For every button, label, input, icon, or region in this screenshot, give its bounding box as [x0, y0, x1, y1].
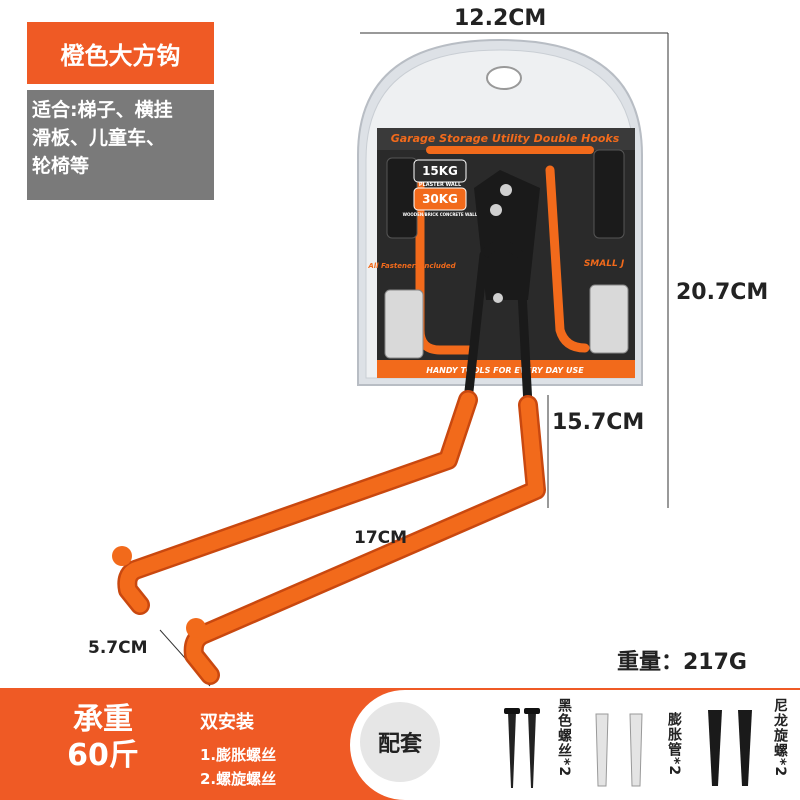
product-illustration: Garage Storage Utility Double Hooks 15KG…	[112, 32, 669, 687]
install-title: 双安装	[200, 712, 254, 733]
accessories-illustration	[504, 708, 752, 788]
size-label: SMALL J	[584, 259, 625, 269]
usage-line-2: 滑板、儿童车、	[32, 127, 166, 149]
kit-item-black-screw: 黑色螺丝*2	[556, 698, 572, 778]
kit-item-nylon-anchor: 尼龙旋螺*2	[772, 698, 788, 778]
usage-line-3: 轮椅等	[32, 155, 90, 177]
usage-line-1: 适合:梯子、横挂	[32, 99, 173, 121]
dimension-arm-length: 17CM	[354, 528, 408, 548]
plaster-load-label: PLASTER WALL	[419, 182, 462, 188]
kit-badge: 配套	[360, 702, 440, 782]
dimension-width: 12.2CM	[454, 6, 547, 31]
nylon-spiral-anchor-icon	[708, 710, 752, 786]
plaster-load-value: 15KG	[422, 164, 458, 178]
package-banner: Garage Storage Utility Double Hooks	[391, 132, 620, 145]
product-weight: 重量：217G	[617, 650, 747, 675]
double-hook	[112, 170, 546, 685]
hang-hole-icon	[486, 66, 522, 90]
install-item-1: 1.膨胀螺丝	[200, 746, 277, 764]
usage-badge: 适合:梯子、横挂 滑板、儿童车、 轮椅等	[27, 90, 214, 200]
capacity-label: 承重 60斤	[38, 702, 168, 774]
install-item-2: 2.螺旋螺丝	[200, 770, 277, 788]
wood-load-value: 30KG	[422, 192, 458, 206]
product-title-badge: 橙色大方钩	[27, 22, 214, 84]
capacity-line-2: 60斤	[67, 738, 139, 773]
product-title: 橙色大方钩	[60, 41, 181, 70]
black-screw-icon	[504, 708, 540, 788]
expansion-tube-icon	[595, 713, 643, 787]
dimension-spacing: 5.7CM	[88, 638, 148, 658]
kit-item-expansion-tube: 膨胀管*2	[666, 712, 682, 777]
dimension-arm-height: 15.7CM	[552, 410, 645, 435]
kit-label: 配套	[377, 732, 422, 757]
package-footer: HANDY TOOLS FOR EVERY DAY USE	[426, 366, 584, 375]
wood-load-label: WOODEN/BRICK CONCRETE WALL	[403, 212, 478, 217]
dimension-height: 20.7CM	[676, 280, 769, 305]
capacity-line-1: 承重	[73, 702, 133, 737]
fasteners-label: All Fasteners Included	[367, 262, 456, 270]
